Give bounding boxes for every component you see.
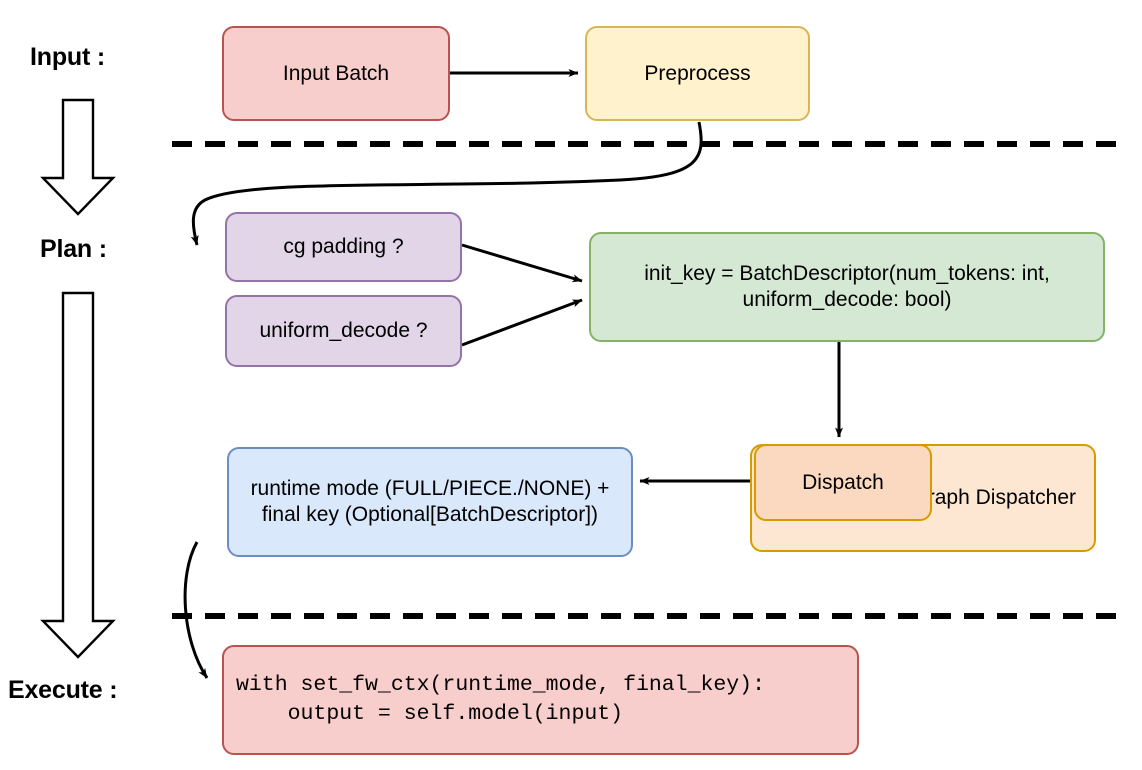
node-cg-padding[interactable]: cg padding ?: [225, 212, 462, 282]
uniform-decode-to-init-key-edge: [461, 298, 583, 347]
node-uniform-decode[interactable]: uniform_decode ?: [225, 295, 462, 367]
node-dispatch[interactable]: Dispatch: [754, 444, 932, 521]
node-execute-code[interactable]: with set_fw_ctx(runtime_mode, final_key)…: [222, 645, 859, 755]
node-runtime-mode[interactable]: runtime mode (FULL/PIECE./NONE) + final …: [227, 447, 633, 557]
node-init-key[interactable]: init_key = BatchDescriptor(num_tokens: i…: [589, 232, 1105, 342]
input-to-plan-arrow: [40, 98, 116, 216]
cg-padding-to-init-key-edge: [461, 243, 583, 283]
node-preprocess[interactable]: Preprocess: [585, 26, 810, 121]
plan-to-execute-arrow: [40, 291, 116, 659]
stage-label-execute: Execute :: [8, 676, 118, 704]
node-input-batch[interactable]: Input Batch: [222, 26, 450, 121]
runtime-mode-to-execute-code-edge: [183, 541, 209, 679]
stage-label-plan: Plan :: [40, 235, 107, 263]
stage-label-input: Input :: [30, 43, 105, 71]
